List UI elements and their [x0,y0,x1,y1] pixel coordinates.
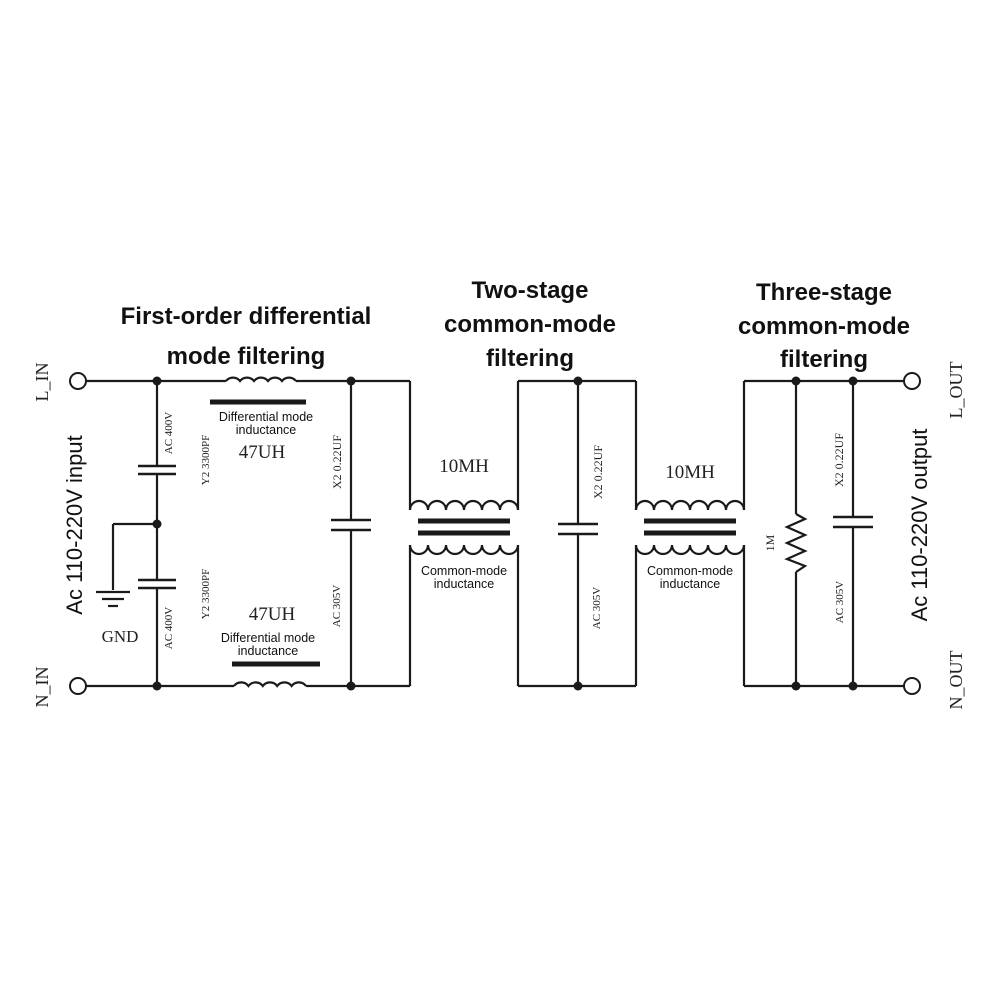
resistor-icon [784,513,808,573]
stage2-heading-line3: filtering [486,345,574,372]
junction-dot [152,519,162,529]
junction-dot [848,681,858,691]
junction-dot [152,376,162,386]
junction-dots [152,376,858,691]
junction-dot [791,376,801,386]
diff-inductor-bottom [232,661,320,688]
y-cap-bot-value: Y2 3300PF [200,569,212,619]
y-cap-bot-rating: AC 400V [163,607,175,650]
y-cap-top-value: Y2 3300PF [200,435,212,485]
stage3-heading-line3: filtering [780,346,868,373]
stage3-heading-line2: common-mode [738,313,910,340]
x-cap1-value: X2 0.22UF [330,435,344,489]
stage1-heading-line1: First-order differential [121,303,372,330]
diff-inductor-top [210,376,306,405]
x-cap2-rating: AC 305V [591,587,603,630]
junction-dot [791,681,801,691]
cm-choke-2 [634,499,746,556]
input-side-label: Ac 110-220V input [62,435,87,614]
stage1-heading-line2: mode filtering [167,343,326,370]
junction-dot [346,681,356,691]
n-in-terminal [69,677,87,695]
gnd-label: GND [102,627,139,646]
junction-dot [152,681,162,691]
cm-ind2-value: 10MH [665,462,715,483]
l-in-terminal [69,372,87,390]
junction-dot [573,376,583,386]
y-cap-top-rating: AC 400V [163,412,175,455]
junction-dot [848,376,858,386]
l-in-label: L_IN [32,363,52,402]
x-cap2-value: X2 0.22UF [591,445,605,499]
diff-ind-bot-value: 47UH [249,604,296,625]
stage3-heading-line1: Three-stage [756,279,892,306]
stage2-heading-line1: Two-stage [472,277,589,304]
stage3-wiring [742,379,904,688]
l-out-label: L_OUT [946,362,966,419]
junction-dot [573,681,583,691]
x-cap3-value: X2 0.22UF [832,433,846,487]
ground-icon [96,590,130,608]
n-out-label: N_OUT [946,651,966,710]
cm-ind1-value: 10MH [439,456,489,477]
stage2-heading-line2: common-mode [444,311,616,338]
cm-choke-1 [408,499,520,556]
n-out-terminal [903,677,921,695]
x-cap1-rating: AC 305V [331,585,343,628]
junction-dot [346,376,356,386]
output-side-label: Ac 110-220V output [907,429,932,622]
x-cap3-rating: AC 305V [834,581,846,624]
diff-ind-top-value: 47UH [239,442,286,463]
l-out-terminal [903,372,921,390]
n-in-label: N_IN [32,667,52,708]
resistor-value: 1M [763,534,777,551]
